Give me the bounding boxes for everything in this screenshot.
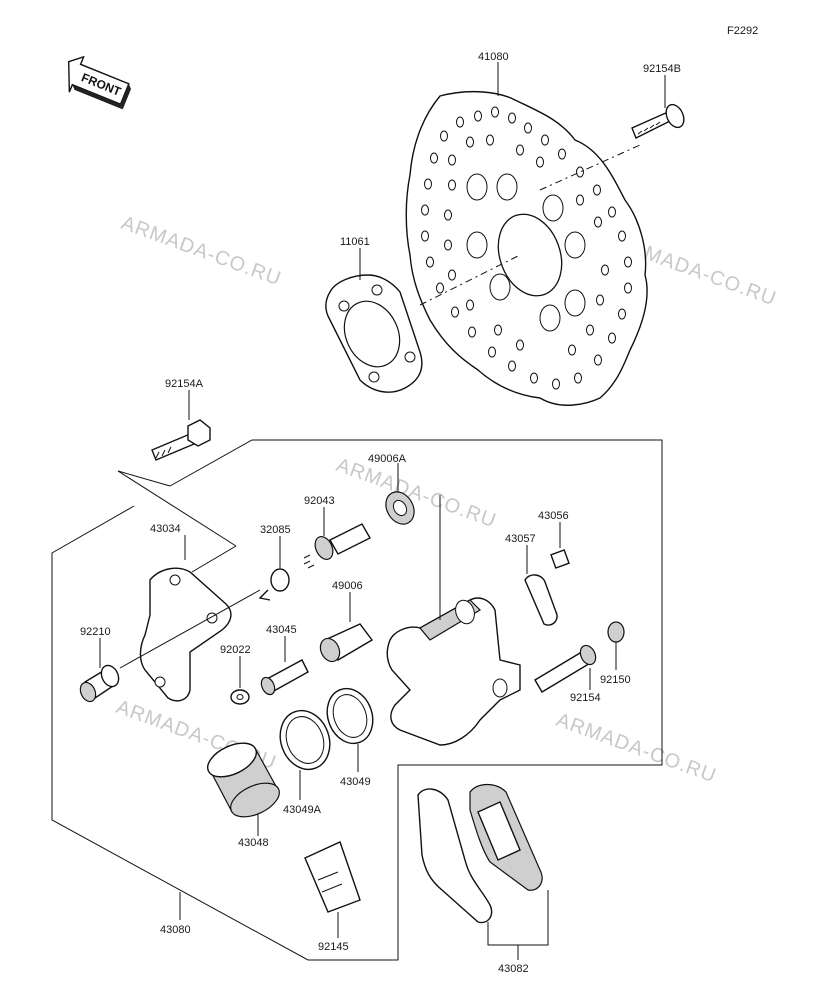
bleed-screw [550, 549, 570, 569]
disc-gasket [325, 274, 423, 393]
label-43049a: 43049A [283, 804, 322, 816]
label-43045: 43045 [266, 624, 297, 636]
disc-bolt [631, 103, 685, 139]
leader-lines [99, 62, 666, 960]
label-43056: 43056 [538, 510, 569, 522]
part-labels: 41080 92154B 11061 92154A 49006A 92043 4… [80, 51, 681, 975]
brake-pads [417, 783, 543, 924]
watermark: ARMADA-CO.RU [553, 709, 719, 787]
seal-43049a [279, 709, 331, 771]
label-92022: 92022 [220, 644, 251, 656]
caliper-bolt-a [151, 419, 211, 461]
label-49006: 49006 [332, 580, 363, 592]
brake-disc [405, 91, 648, 406]
boot-49006a [385, 491, 415, 525]
label-43080: 43080 [160, 924, 191, 936]
label-43057: 43057 [505, 533, 536, 545]
bushing-92210 [79, 664, 120, 703]
pin-92043 [303, 523, 371, 569]
cap-92150 [607, 621, 625, 643]
washer-92022 [230, 689, 250, 705]
front-arrow-icon: FRONT [67, 55, 132, 110]
label-32085: 32085 [260, 524, 291, 536]
seal-43049 [326, 687, 374, 745]
label-92150: 92150 [600, 674, 631, 686]
group-frame [51, 439, 663, 961]
caliper-body [386, 495, 521, 746]
label-43034: 43034 [150, 523, 181, 535]
label-92154a: 92154A [165, 378, 204, 390]
clip-32085 [258, 568, 290, 601]
label-43082: 43082 [498, 963, 529, 975]
piston-43048 [207, 742, 280, 818]
label-92043: 92043 [304, 495, 335, 507]
label-92154b: 92154B [643, 63, 681, 75]
caliper-bracket [119, 567, 261, 702]
label-49006a: 49006A [368, 453, 407, 465]
watermark: ARMADA-CO.RU [333, 454, 499, 532]
label-41080: 41080 [478, 51, 509, 63]
label-43049: 43049 [340, 776, 371, 788]
label-92145: 92145 [318, 941, 349, 953]
label-43048: 43048 [238, 837, 269, 849]
pad-spring [304, 841, 361, 913]
watermark: ARMADA-CO.RU [118, 212, 284, 290]
bleed-cap [524, 574, 558, 626]
figure-code: F2292 [727, 25, 758, 37]
caliper-bolt [534, 644, 597, 693]
pin-43045 [260, 659, 309, 696]
label-92210: 92210 [80, 626, 111, 638]
label-92154: 92154 [570, 692, 601, 704]
label-11061: 11061 [340, 236, 370, 248]
boot-49006 [319, 623, 374, 663]
